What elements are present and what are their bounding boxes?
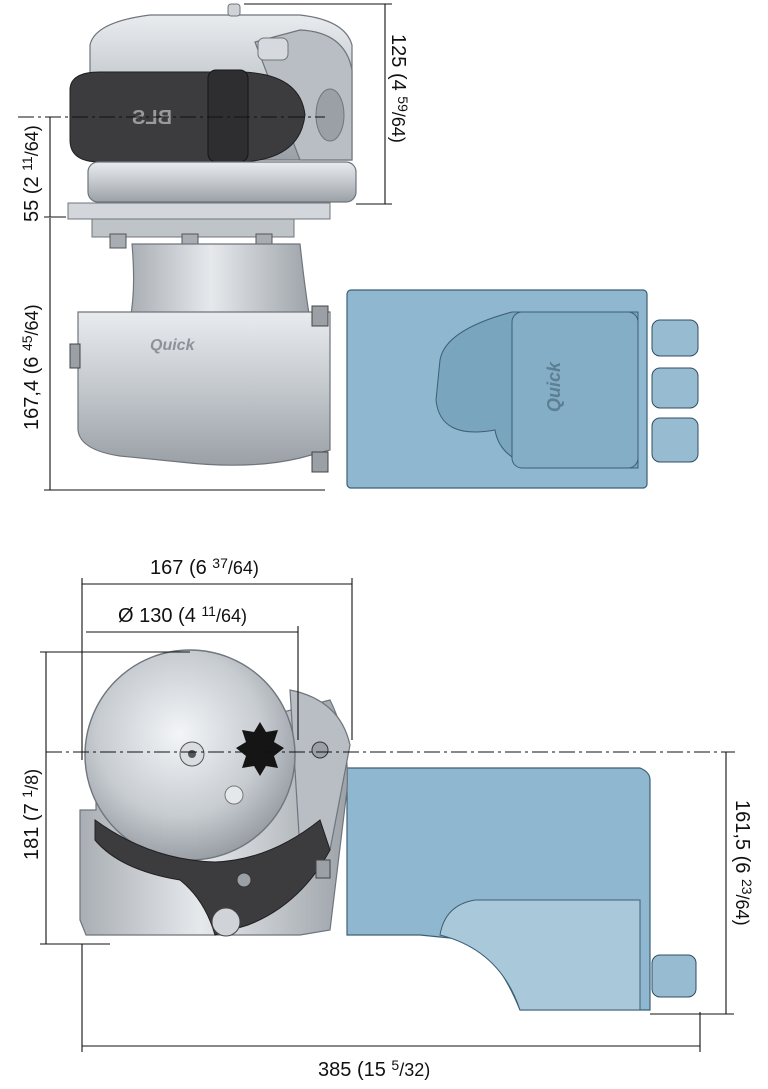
drum-hole [224, 785, 244, 805]
bottom-gland [651, 954, 697, 998]
motor-terminal-cover [511, 311, 639, 469]
stripper-arm [94, 819, 331, 936]
dim-125-label: 125 (4 59/64) [387, 34, 411, 143]
mount-studs [69, 305, 329, 473]
top-screw [227, 3, 241, 17]
star-socket [236, 722, 284, 776]
cable-glands [651, 319, 699, 463]
arm-bolt [236, 872, 252, 888]
gypsy-label: BLS [132, 107, 172, 129]
gearbox [77, 311, 331, 466]
dim-167-label: 167 (6 37/64) [150, 555, 259, 579]
stripper [207, 69, 249, 163]
guide-hole [315, 88, 345, 142]
gearbox-logo: Quick [150, 337, 196, 354]
dim-130-label: Ø 130 (4 11/64) [118, 603, 247, 627]
base-disc [87, 161, 357, 203]
top-view: BLS Quick Quick [18, 3, 699, 491]
motor-logo: Quick [544, 361, 564, 412]
chain-pipe-guide [289, 689, 351, 851]
motor-plan-shadow [439, 899, 641, 1011]
dim-181-label: 181 (7 1/8) [19, 769, 43, 860]
plan-stud [315, 859, 331, 879]
guide-tab [257, 37, 289, 61]
deck-plate [67, 202, 331, 220]
shaft-housing [129, 243, 311, 321]
dim-55-label: 55 (2 11/64) [19, 125, 43, 222]
dim-167-4-label: 167,4 (6 45/64) [19, 304, 43, 430]
dim-385-label: 385 (15 5/32) [318, 1057, 430, 1081]
arm-pivot [211, 907, 241, 937]
guide-bolt [311, 741, 329, 759]
bottom-view [40, 578, 735, 1052]
dim-161-5-label: 161,5 (6 23/64) [731, 800, 755, 926]
